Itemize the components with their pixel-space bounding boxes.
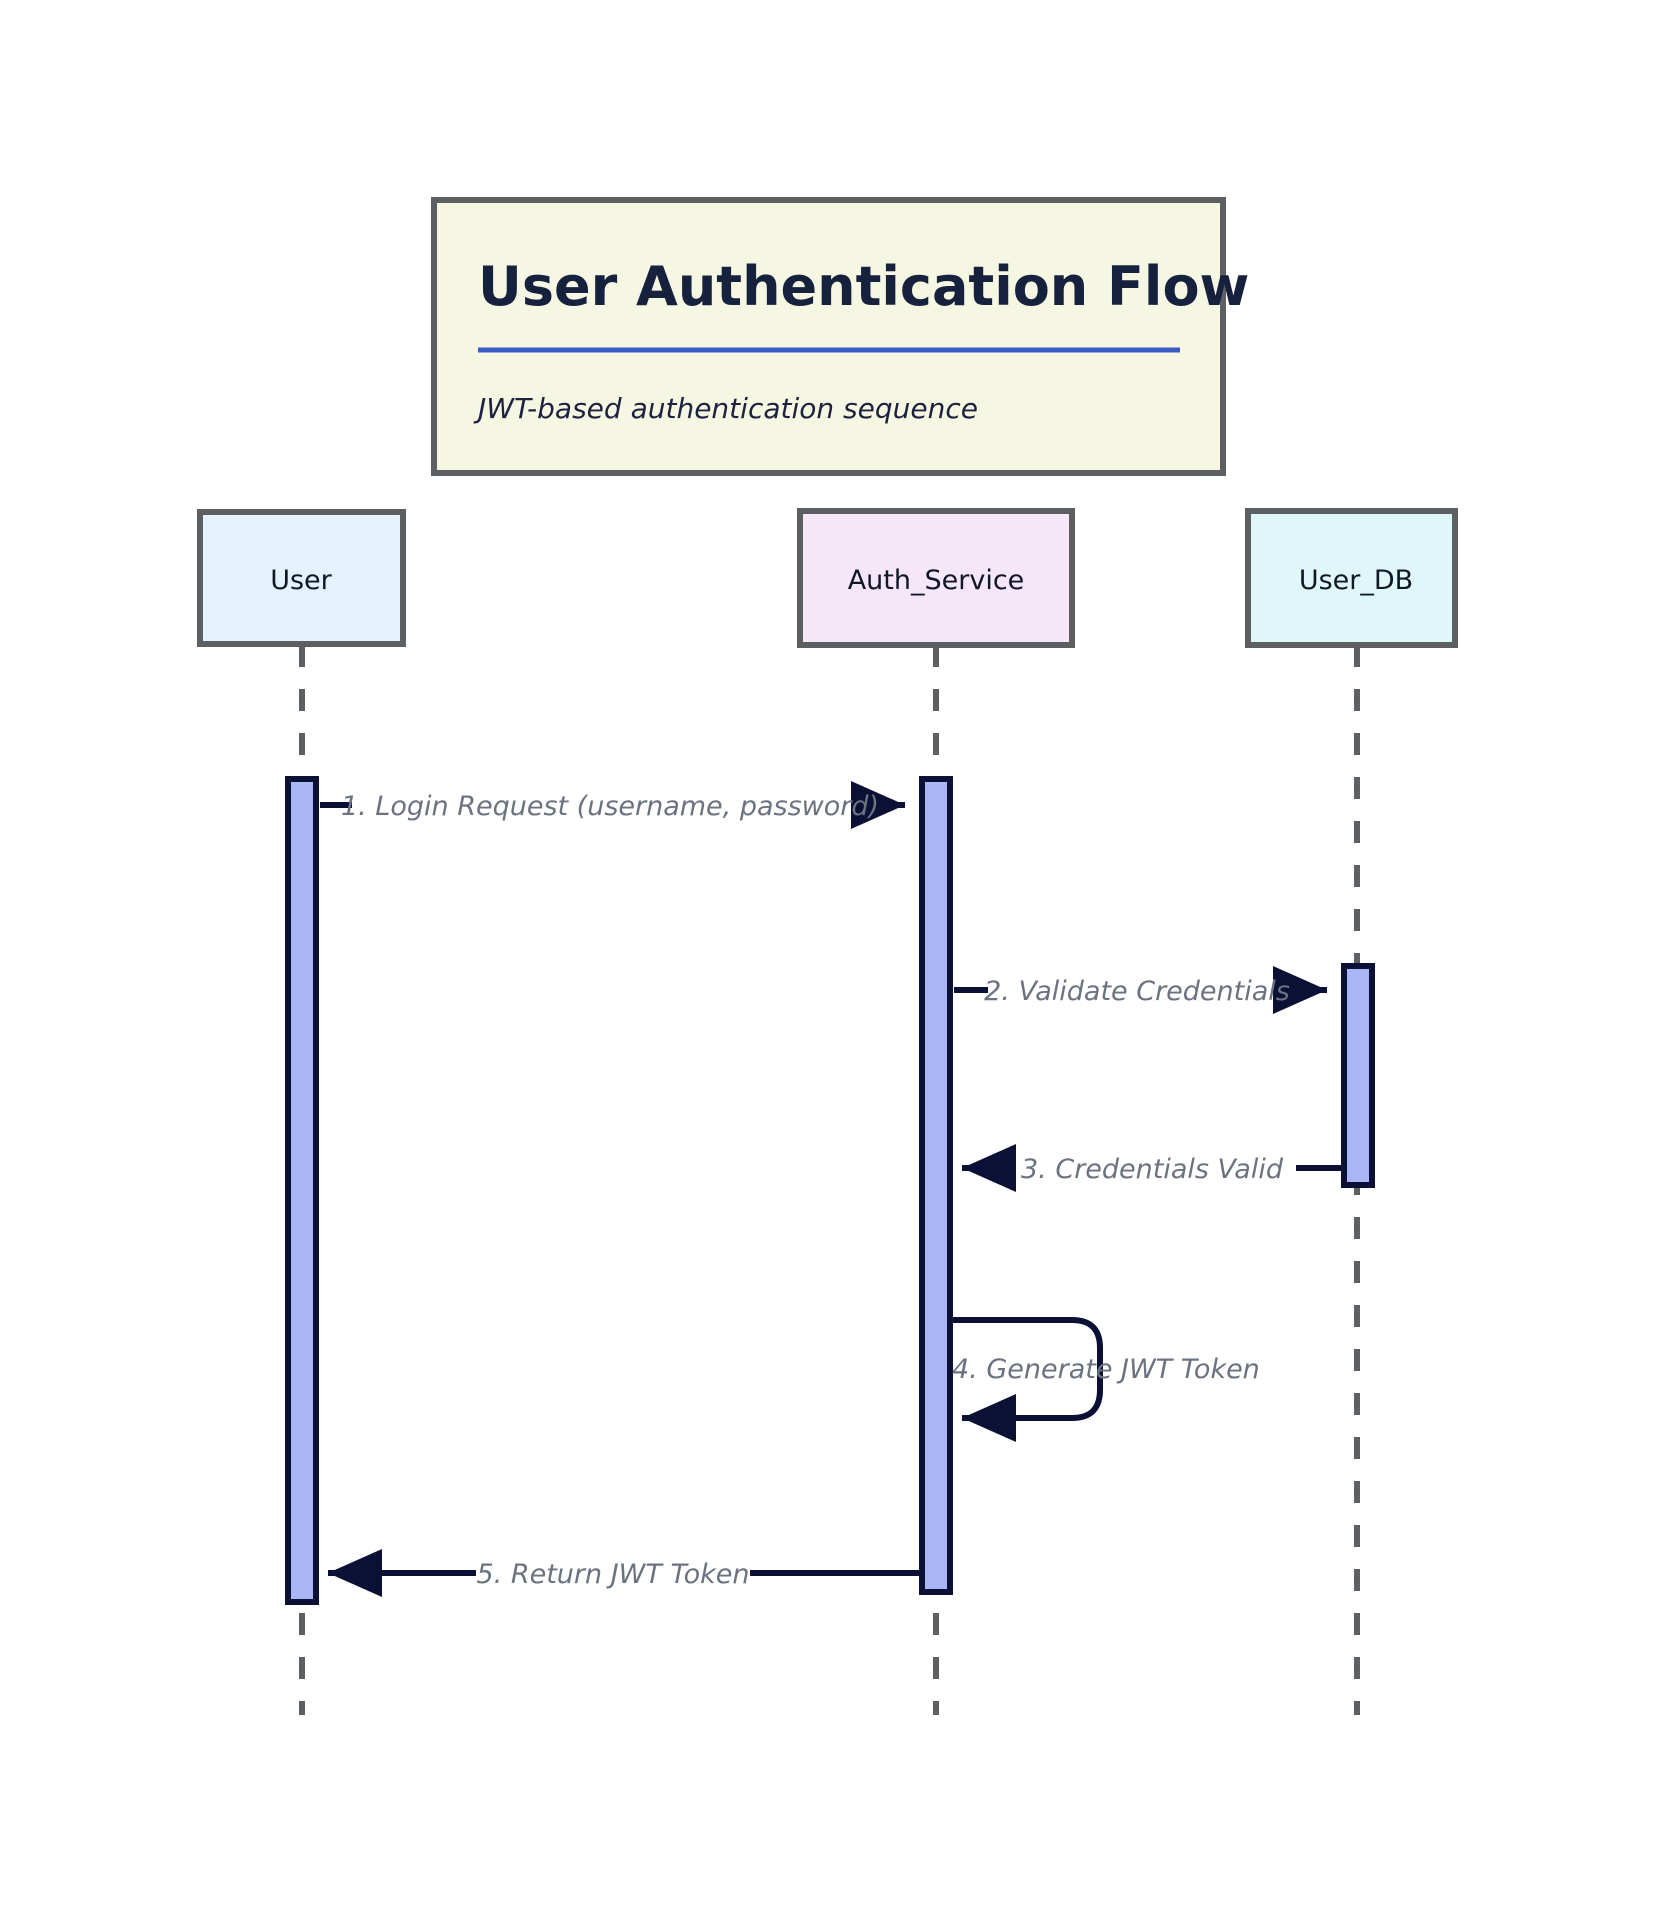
title-card-background: [431, 197, 1226, 476]
message-1[interactable]: 1. Login Request (username, password): [320, 781, 905, 829]
activation-bar-user[interactable]: [285, 776, 319, 1605]
message-1-label: 1. Login Request (username, password): [341, 791, 879, 822]
participant-box-user[interactable]: [197, 509, 406, 647]
page-subtitle: JWT-based authentication sequence: [473, 392, 978, 425]
participant-box-user-db[interactable]: [1245, 508, 1458, 648]
message-5-label: 5. Return JWT Token: [477, 1559, 750, 1590]
message-4-label: 4. Generate JWT Token: [952, 1354, 1260, 1385]
message-2[interactable]: 2. Validate Credentials: [954, 966, 1327, 1014]
participant-user[interactable]: User: [197, 509, 406, 647]
participant-label-user-db: User_DB: [1299, 565, 1413, 596]
page-title: User Authentication Flow: [478, 255, 1249, 318]
message-4-self-loop: [952, 1317, 1103, 1442]
message-5[interactable]: 5. Return JWT Token: [328, 1549, 920, 1597]
message-2-label: 2. Validate Credentials: [984, 976, 1290, 1007]
message-4-self[interactable]: 4. Generate JWT Token: [952, 1317, 1260, 1442]
participant-label-user: User: [270, 565, 332, 596]
participant-user-db[interactable]: User_DB: [1245, 508, 1458, 648]
activation-bars-group: [285, 776, 1375, 1605]
message-3-label: 3. Credentials Valid: [1021, 1154, 1284, 1185]
participant-auth-service[interactable]: Auth_Service: [797, 508, 1075, 648]
message-3[interactable]: 3. Credentials Valid: [962, 1144, 1342, 1192]
activation-bar-auth-service[interactable]: [919, 776, 953, 1595]
activation-bar-user-db[interactable]: [1341, 963, 1375, 1188]
participant-box-auth-service[interactable]: [797, 508, 1075, 648]
title-card: User Authentication Flow JWT-based authe…: [431, 197, 1249, 476]
participant-label-auth-service: Auth_Service: [848, 565, 1025, 596]
